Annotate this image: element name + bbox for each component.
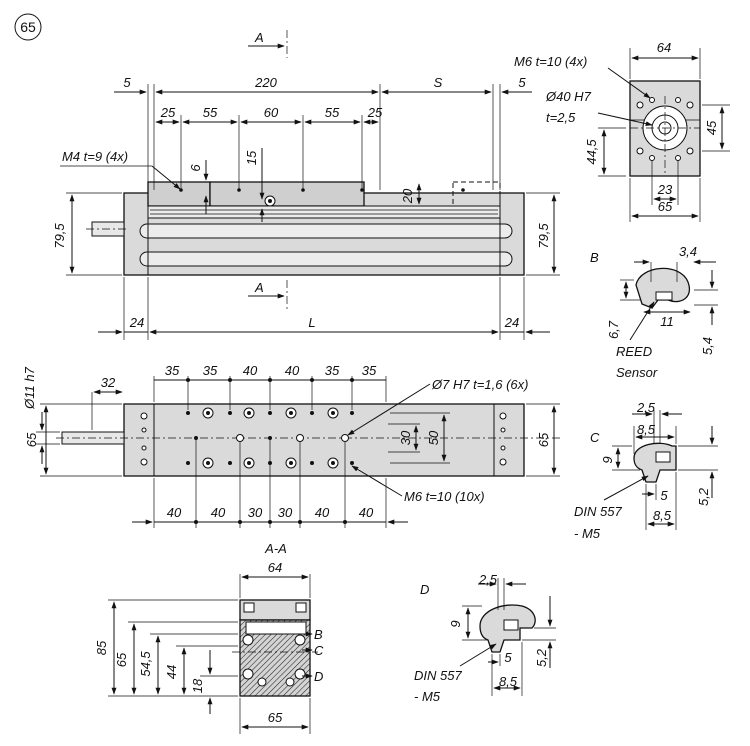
- detail-b-sensor-2: Sensor: [616, 365, 658, 380]
- bottom-dim-40-c: 40: [167, 505, 182, 520]
- section-marker-d: D: [314, 669, 323, 684]
- dim-l: L: [308, 315, 315, 330]
- detail-c-dim-5-2: 5,2: [696, 487, 711, 506]
- bottom-dim-65-left: 65: [24, 432, 39, 447]
- section-aa-dim-18: 18: [190, 678, 205, 693]
- bottom-dim-40-b: 40: [285, 363, 300, 378]
- dim-79-5-right: 79,5: [536, 223, 551, 249]
- detail-b-dim-6-7: 6,7: [606, 320, 621, 339]
- section-aa-dim-65-side: 65: [114, 652, 129, 667]
- dim-220: 220: [254, 75, 277, 90]
- dim-5-right: 5: [518, 75, 526, 90]
- bottom-view: Ø11 h7 32 35 35 40 40 35 35 Ø7 H7 t=1,6 …: [22, 363, 560, 528]
- section-aa-title: A-A: [264, 541, 287, 556]
- bottom-dim-40-d: 40: [211, 505, 226, 520]
- end-callout-bore-1: Ø40 H7: [545, 89, 592, 104]
- dim-25-a: 25: [160, 105, 176, 120]
- end-callout-m6: M6 t=10 (4x): [514, 54, 587, 69]
- detail-d-dim-5-2: 5,2: [534, 648, 549, 667]
- slide-carriage: [209, 181, 365, 207]
- detail-d-title: D: [420, 582, 429, 597]
- figure-number-badge: 65: [14, 13, 42, 41]
- dim-55-a: 55: [203, 105, 218, 120]
- detail-c: C 2,5 8,5 9 5 5,2 8,5 DIN 557 - M5: [574, 400, 718, 541]
- dim-20: 20: [400, 188, 415, 204]
- bottom-dim-40-f: 40: [359, 505, 374, 520]
- detail-d-din-1: DIN 557: [414, 668, 462, 683]
- section-marker-b: B: [314, 627, 323, 642]
- bottom-dim-40-e: 40: [315, 505, 330, 520]
- bottom-dim-30-b: 30: [278, 505, 293, 520]
- end-dim-44-5: 44,5: [584, 139, 599, 165]
- detail-b: B 3,4 6,7 11 5,4 REED Sensor: [590, 244, 718, 380]
- detail-c-dim-2-5: 2,5: [636, 400, 656, 415]
- dim-6: 6: [188, 164, 203, 172]
- end-dim-65: 65: [658, 199, 673, 214]
- detail-b-dim-11: 11: [660, 314, 674, 329]
- bottom-dim-35-c: 35: [325, 363, 340, 378]
- top-view: A 5: [52, 30, 560, 340]
- bottom-dim-d11h7: Ø11 h7: [22, 366, 37, 409]
- detail-c-din-2: - M5: [574, 526, 601, 541]
- bottom-dim-35-d: 35: [362, 363, 377, 378]
- bottom-dim-50: 50: [426, 430, 441, 445]
- actuator-base: [123, 403, 525, 477]
- section-mark-a-bottom: A: [254, 280, 264, 295]
- detail-d-din-2: - M5: [414, 689, 441, 704]
- detail-c-dim-8-5-top: 8,5: [637, 422, 656, 437]
- dim-5-left: 5: [123, 75, 131, 90]
- bottom-dim-32: 32: [101, 375, 116, 390]
- section-aa-dim-64: 64: [268, 560, 282, 575]
- bottom-dim-35-a: 35: [165, 363, 180, 378]
- detail-d-dim-8-5: 8,5: [499, 674, 518, 689]
- end-dim-23: 23: [657, 182, 673, 197]
- dim-79-5-left: 79,5: [52, 223, 67, 249]
- section-marker-c: C: [314, 643, 324, 658]
- detail-d-dim-9: 9: [448, 620, 463, 627]
- bottom-callout-m6: M6 t=10 (10x): [404, 489, 485, 504]
- section-aa-dim-44: 44: [164, 665, 179, 679]
- detail-c-dim-9: 9: [600, 456, 615, 463]
- dim-24-right: 24: [504, 315, 519, 330]
- dim-25-b: 25: [367, 105, 383, 120]
- detail-b-title: B: [590, 250, 599, 265]
- bottom-callout-pin: Ø7 H7 t=1,6 (6x): [431, 377, 528, 392]
- end-dim-64: 64: [657, 40, 671, 55]
- detail-d: D 2,5 9 5 5,2 8,5 DIN 557 - M5: [414, 572, 556, 704]
- detail-b-dim-5-4: 5,4: [700, 337, 715, 355]
- bottom-dim-30: 30: [398, 430, 413, 445]
- bottom-dim-65-right: 65: [536, 432, 551, 447]
- callout-m4: M4 t=9 (4x): [62, 149, 128, 164]
- bottom-dim-40-a: 40: [243, 363, 258, 378]
- detail-b-sensor-1: REED: [616, 344, 652, 359]
- detail-c-din-1: DIN 557: [574, 504, 622, 519]
- section-aa-dim-65-bottom: 65: [268, 710, 283, 725]
- dim-15: 15: [244, 150, 259, 165]
- bottom-dim-30-a: 30: [248, 505, 263, 520]
- section-a-a: A-A 64 B C D 85 65 54,5: [94, 541, 324, 734]
- detail-d-dim-2-5: 2,5: [478, 572, 498, 587]
- dim-s: S: [434, 75, 443, 90]
- end-callout-bore-2: t=2,5: [546, 110, 576, 125]
- detail-c-title: C: [590, 430, 600, 445]
- section-aa-dim-85: 85: [94, 640, 109, 655]
- detail-c-dim-8-5-bottom: 8,5: [653, 508, 672, 523]
- dim-24-left: 24: [129, 315, 144, 330]
- dim-55-b: 55: [325, 105, 340, 120]
- section-aa-dim-54-5: 54,5: [138, 651, 153, 677]
- bottom-dim-35-b: 35: [203, 363, 218, 378]
- end-dim-45: 45: [704, 120, 719, 135]
- detail-c-dim-5: 5: [660, 488, 668, 503]
- dim-60: 60: [264, 105, 279, 120]
- detail-d-dim-5: 5: [504, 650, 512, 665]
- figure-number: 65: [20, 19, 36, 35]
- section-mark-a-top: A: [254, 30, 264, 45]
- detail-b-dim-3-4: 3,4: [679, 244, 697, 259]
- end-view: 64 M6 t=10 (4x) Ø40 H7 t=2,5 44,5 45 23 …: [514, 40, 730, 222]
